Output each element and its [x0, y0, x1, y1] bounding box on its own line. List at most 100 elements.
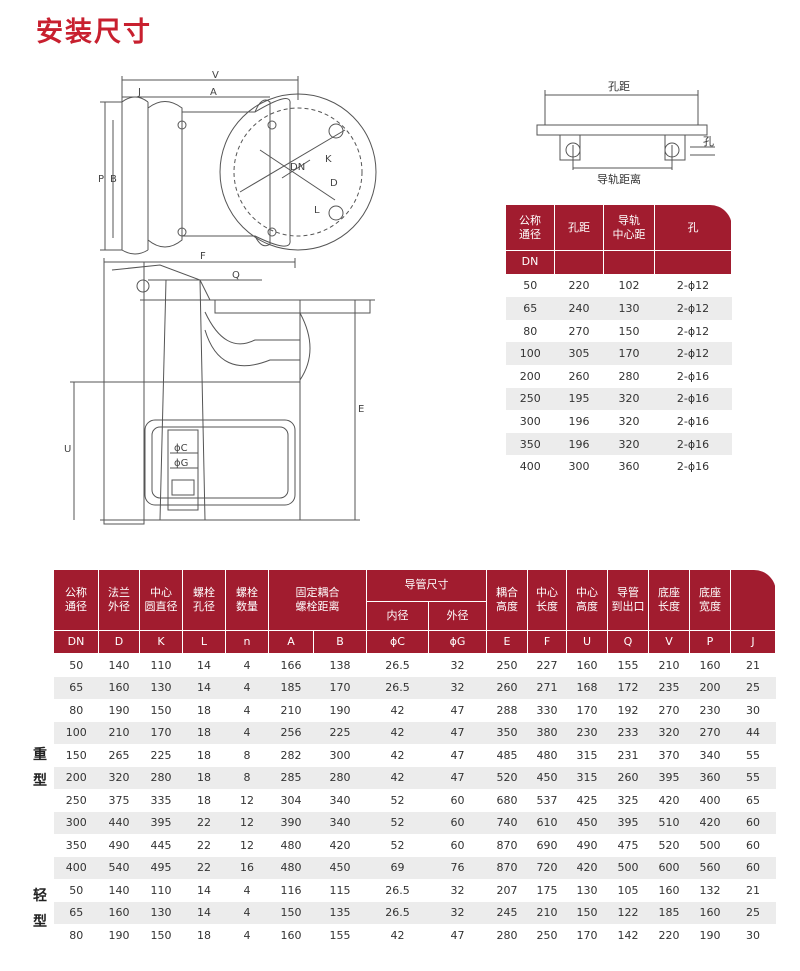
table-cell: 340: [313, 811, 367, 834]
code-11: U: [566, 630, 608, 654]
header-u: 中心 高度: [566, 570, 608, 631]
table-cell: 225: [313, 721, 367, 744]
code-9: E: [486, 630, 528, 654]
table-cell: 55: [730, 766, 776, 789]
table-cell: 390: [268, 811, 314, 834]
label-B: B: [110, 174, 117, 185]
group-heavy-char-1: 重: [33, 747, 47, 763]
table-cell: 4: [243, 883, 251, 897]
table-cell: 65: [506, 297, 555, 320]
table-cell: 50: [523, 279, 538, 293]
table-cell: 100: [54, 721, 99, 744]
label-phiG: ϕG: [174, 458, 188, 469]
table-cell: 375: [108, 793, 130, 807]
code-8: ϕG: [428, 630, 488, 654]
label-J: J: [137, 87, 141, 98]
table-cell: 22: [182, 856, 226, 879]
table-cell: 60: [428, 811, 487, 834]
table-cell: 210: [98, 721, 140, 744]
table-cell: 14: [197, 883, 211, 897]
table-cell: 360: [689, 766, 731, 789]
table-cell: 110: [150, 658, 172, 672]
table-cell: 300: [519, 414, 541, 428]
table-cell: 350: [506, 432, 555, 456]
table-cell: 2-ϕ16: [654, 387, 732, 411]
table-cell: 42: [390, 703, 405, 717]
label-phiC: ϕC: [174, 443, 188, 454]
code-13: V: [648, 630, 690, 654]
header-hole-distance: 孔距: [554, 205, 604, 251]
table-cell: 14: [182, 676, 226, 699]
table-cell: 500: [699, 838, 721, 852]
code-14: P: [689, 630, 731, 654]
label-U: U: [64, 444, 71, 455]
label-P: P: [98, 174, 104, 185]
table-cell: 12: [225, 811, 269, 834]
table-cell: 380: [527, 721, 567, 744]
code-3: L: [182, 630, 226, 654]
header-d: 法兰 外径: [98, 570, 140, 631]
group-light-char-1: 轻: [33, 888, 47, 904]
table-cell: 400: [699, 793, 721, 807]
table-cell: 185: [648, 901, 690, 924]
table-cell: 270: [689, 721, 731, 744]
table-cell: 400: [519, 460, 541, 474]
table-cell: 300: [568, 460, 590, 474]
table-cell: 2-ϕ16: [676, 460, 710, 474]
table-cell: 130: [139, 676, 183, 699]
table-cell: 320: [648, 721, 690, 744]
table-cell: 132: [699, 883, 721, 897]
table-cell: 260: [568, 369, 590, 383]
table-cell: 130: [576, 883, 598, 897]
table-cell: 370: [658, 748, 680, 762]
label-D: D: [330, 178, 338, 189]
table-cell: 110: [150, 883, 172, 897]
table-cell: 445: [150, 838, 172, 852]
code-6: B: [313, 630, 368, 654]
table-cell: 52: [390, 793, 405, 807]
table-cell: 231: [617, 748, 639, 762]
table-cell: 230: [699, 703, 721, 717]
table-cell: 420: [689, 811, 731, 834]
table-cell: 475: [617, 838, 639, 852]
table-cell: 207: [496, 883, 518, 897]
table-cell: 60: [450, 793, 465, 807]
table-cell: 288: [496, 703, 518, 717]
table-cell: 22: [182, 811, 226, 834]
table-cell: 282: [280, 748, 302, 762]
table-cell: 26.5: [366, 901, 429, 924]
table-cell: 25: [730, 676, 776, 699]
label-F: F: [200, 251, 206, 262]
table-cell: 500: [607, 856, 649, 879]
table-cell: 510: [648, 811, 690, 834]
table-cell: 300: [329, 748, 351, 762]
table-cell: 105: [617, 883, 639, 897]
table-cell: 395: [648, 766, 690, 789]
table-cell: 520: [486, 766, 528, 789]
table-cell: 210: [280, 703, 302, 717]
table-cell: 870: [496, 838, 518, 852]
table-cell: 18: [197, 703, 211, 717]
header-n: 螺栓 数量: [225, 570, 269, 631]
table-cell: 18: [197, 928, 211, 942]
table-cell: 250: [65, 793, 87, 807]
table-cell: 480: [536, 748, 558, 762]
table-cell: 172: [607, 676, 649, 699]
table-cell: 360: [618, 460, 640, 474]
table-cell: 47: [428, 721, 487, 744]
table-cell: 220: [568, 279, 590, 293]
table-cell: 60: [450, 838, 465, 852]
table-cell: 2-ϕ12: [654, 342, 732, 365]
table-cell: 168: [566, 676, 608, 699]
installation-drawing: V J A P B DN K D L F Q U E ϕC ϕG 孔距 导轨距离…: [64, 70, 715, 525]
table-cell: 420: [658, 793, 680, 807]
